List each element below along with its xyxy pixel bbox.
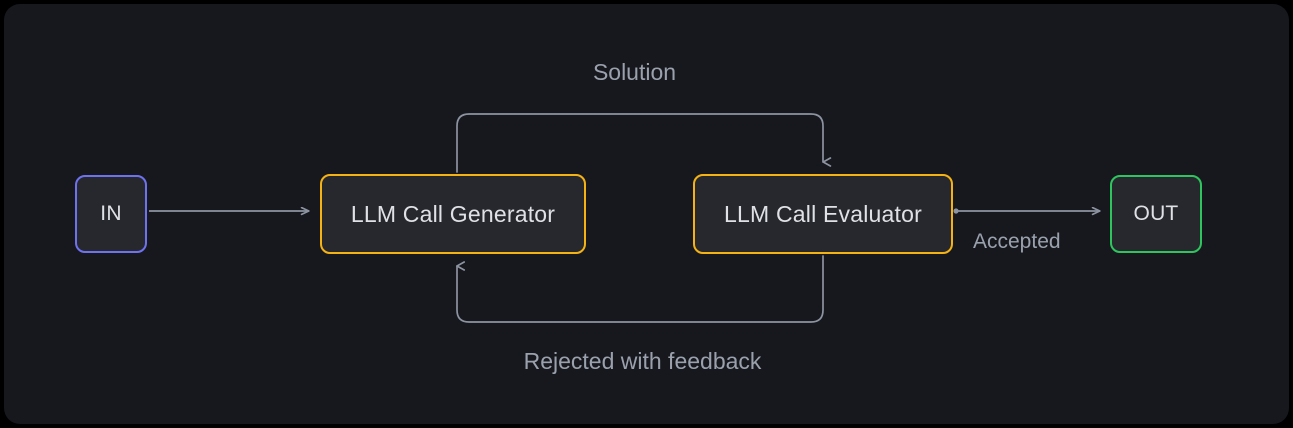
edge-label-rejected-with-feedback: Rejected with feedback	[4, 348, 1289, 375]
diagram-edges	[149, 113, 1289, 323]
edge-label-solution: Solution	[4, 59, 1289, 86]
edge-generator-to-evaluator	[456, 113, 832, 173]
edge-evaluator-to-generator	[456, 255, 824, 323]
node-evaluator-label: LLM Call Evaluator	[724, 200, 922, 227]
node-in-label: IN	[100, 202, 122, 225]
node-out-label: OUT	[1133, 202, 1179, 225]
node-generator-label: LLM Call Generator	[350, 200, 556, 227]
node-in[interactable]: IN	[75, 175, 147, 253]
edge-source-dot	[953, 208, 959, 214]
diagram-canvas: IN LLM Call Generator LLM Call Evaluator…	[4, 4, 1289, 424]
node-out[interactable]: OUT	[1110, 175, 1202, 253]
edge-label-solution-text: Solution	[592, 59, 677, 85]
edge-label-accepted: Accepted	[973, 230, 1061, 253]
node-llm-call-generator[interactable]: LLM Call Generator	[320, 174, 586, 254]
node-llm-call-evaluator[interactable]: LLM Call Evaluator	[693, 174, 953, 254]
edge-label-rejected-text: Rejected with feedback	[523, 348, 762, 374]
